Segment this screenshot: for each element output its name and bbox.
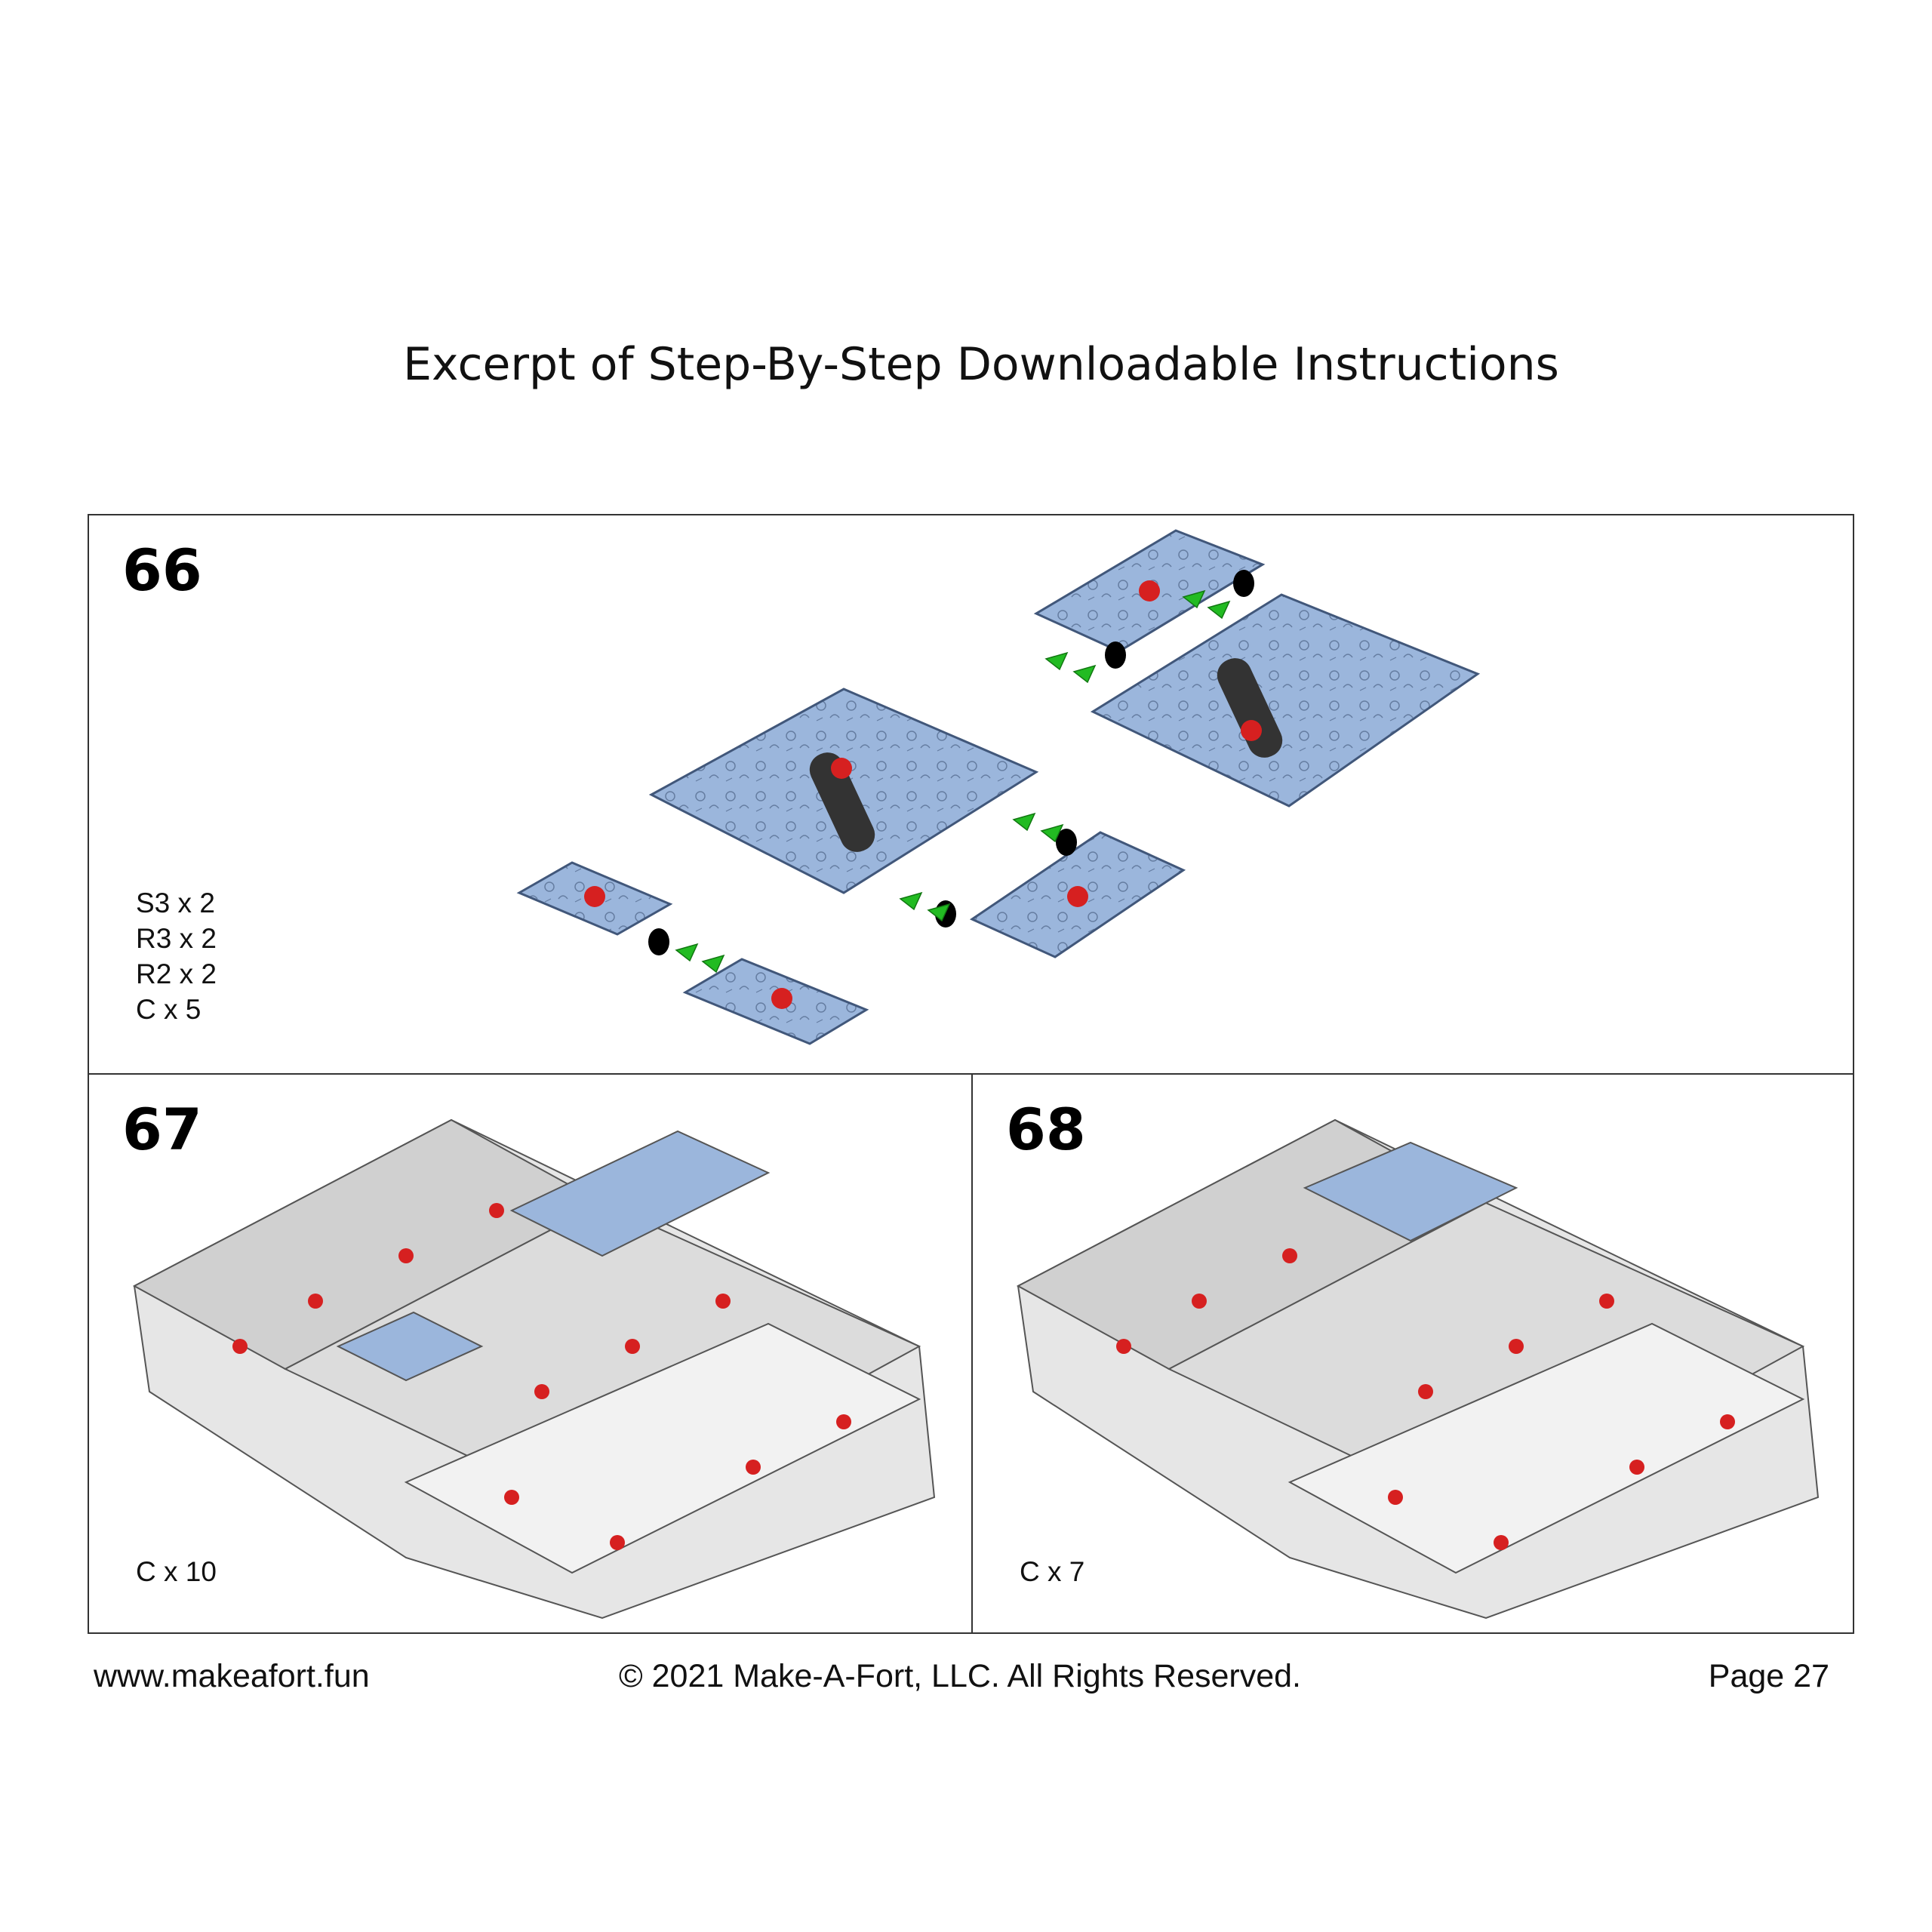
step-67-illustration — [132, 1118, 936, 1620]
small-panel-left — [516, 861, 673, 955]
step-67-panel: 67 C x 10 — [88, 1073, 973, 1634]
square-panel-left — [648, 688, 1039, 894]
rect-panel-top — [1033, 529, 1266, 669]
parts-list: C x 7 — [1020, 1554, 1084, 1589]
footer-copyright: © 2021 Make-A-Fort, LLC. All Rights Rese… — [619, 1658, 1301, 1694]
small-panel-bottom — [682, 958, 869, 1045]
fort-dots — [1116, 1248, 1735, 1550]
part-item: C x 5 — [136, 994, 202, 1025]
step-number: 66 — [122, 537, 202, 604]
part-item: S3 x 2 — [136, 888, 215, 918]
part-item: R3 x 2 — [136, 923, 217, 954]
step-number: 68 — [1006, 1096, 1086, 1163]
fort-structure — [132, 1118, 936, 1620]
step-number: 67 — [122, 1096, 202, 1163]
parts-list: C x 10 — [136, 1554, 217, 1589]
part-item: C x 10 — [136, 1556, 217, 1587]
rect-panel-middle — [935, 829, 1186, 958]
step-68-illustration — [1016, 1118, 1820, 1620]
part-item: R2 x 2 — [136, 958, 217, 989]
fort-dots — [232, 1203, 851, 1550]
footer-website-link[interactable]: www.makeafort.fun — [94, 1658, 370, 1694]
step-68-panel: 68 C x 7 — [971, 1073, 1854, 1634]
step-66-illustration — [516, 529, 1481, 1045]
square-panel-right — [1090, 593, 1481, 808]
parts-list: S3 x 2 R3 x 2 R2 x 2 C x 5 — [136, 885, 217, 1027]
page-title: Excerpt of Step-By-Step Downloadable Ins… — [403, 338, 1559, 391]
part-item: C x 7 — [1020, 1556, 1085, 1587]
step-66-panel: 66 — [88, 514, 1854, 1075]
connector-arrows — [675, 589, 1231, 974]
footer-page-number: Page 27 — [1708, 1658, 1829, 1694]
fort-structure — [1016, 1118, 1820, 1620]
